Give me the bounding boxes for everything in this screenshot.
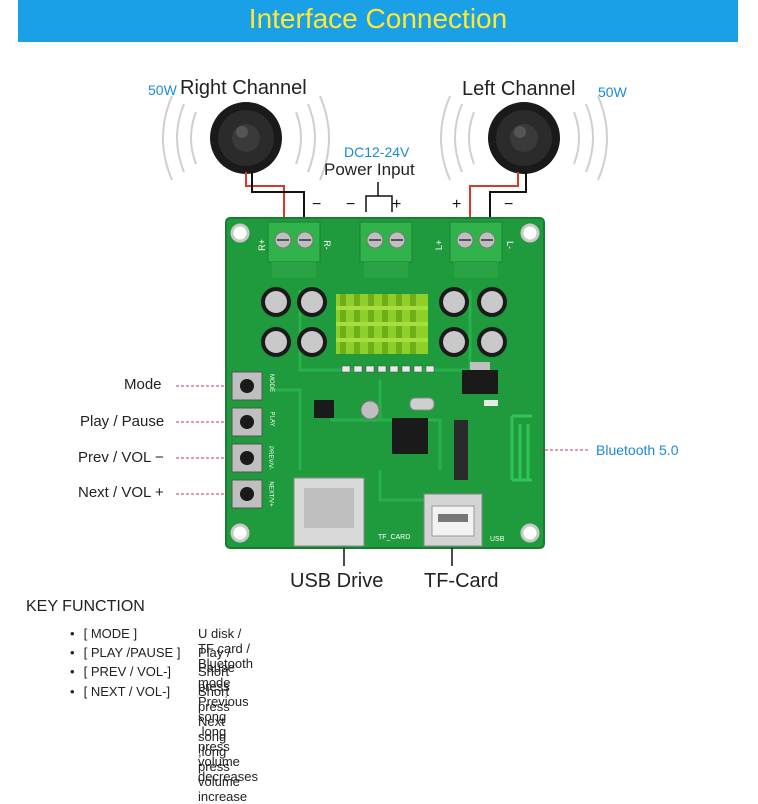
leader-lines bbox=[176, 385, 588, 495]
smd-components bbox=[341, 365, 435, 373]
silk-mode: MODE bbox=[268, 374, 274, 392]
key-description: U disk / TF card / Bluetooth bbox=[198, 626, 253, 671]
right-terminal-block bbox=[267, 221, 321, 278]
silk-tf-card: TF_CARD bbox=[378, 534, 411, 541]
page-title: Interface Connection bbox=[248, 3, 508, 34]
key-name: [ MODE ] bbox=[83, 626, 138, 641]
key-row-mode: • [ MODE ] U disk / TF card / Bluetooth bbox=[70, 626, 253, 671]
left-channel-label: Left Channel bbox=[462, 78, 576, 100]
heatsink bbox=[336, 294, 428, 354]
bullet-icon: • bbox=[70, 664, 75, 679]
key-name: [ NEXT / VOL-] bbox=[83, 684, 171, 699]
bottom-leaders bbox=[343, 548, 453, 566]
silk-r-plus: R+ bbox=[256, 239, 267, 251]
key-function-title: KEY FUNCTION bbox=[26, 598, 145, 615]
silk-r-minus: R- bbox=[321, 240, 332, 250]
left-minus-sign: − bbox=[504, 196, 514, 213]
power-plus-sign: + bbox=[392, 196, 402, 213]
usb-port bbox=[423, 493, 483, 547]
mode-button-label: Mode bbox=[124, 376, 162, 393]
right-power-rating: 50W bbox=[148, 82, 177, 98]
tf-card-label: TF-Card bbox=[424, 570, 499, 592]
key-name: [ PREV / VOL-] bbox=[83, 664, 172, 679]
power-minus-sign: − bbox=[346, 196, 356, 213]
key-description: Play / Pause mode bbox=[198, 645, 235, 690]
capacitors bbox=[261, 287, 507, 357]
bullet-icon: • bbox=[70, 684, 75, 699]
right-speaker-wires bbox=[245, 172, 305, 228]
key-row-next-vol: • [ NEXT / VOL-] Short press Next song ,… bbox=[70, 684, 247, 804]
left-speaker-sound-waves bbox=[440, 95, 608, 181]
key-row-prev-vol: • [ PREV / VOL-] Short press Previous so… bbox=[70, 664, 258, 784]
right-minus-sign: − bbox=[312, 196, 322, 213]
bullet-icon: • bbox=[70, 626, 75, 641]
ic-chips bbox=[314, 362, 498, 480]
key-name: [ PLAY /PAUSE ] bbox=[83, 645, 181, 660]
key-description: Short press Next song ,long press volume… bbox=[198, 684, 248, 804]
play-pause-button-label: Play / Pause bbox=[80, 413, 165, 430]
tf-card-slot bbox=[293, 477, 365, 547]
diagram-canvas bbox=[162, 95, 608, 566]
right-speaker-icon bbox=[210, 102, 282, 174]
left-plus-sign: + bbox=[452, 196, 462, 213]
power-input-bracket bbox=[365, 182, 393, 212]
left-speaker-wires bbox=[469, 172, 527, 228]
left-terminal-block bbox=[449, 221, 503, 278]
silk-prev: PREV/V- bbox=[266, 446, 273, 470]
power-input-label: Power Input bbox=[324, 160, 415, 179]
bullet-icon: • bbox=[70, 645, 75, 660]
usb-drive-label: USB Drive bbox=[290, 570, 384, 592]
silk-l-minus: L- bbox=[505, 240, 516, 250]
prev-vol-button-label: Prev / VOL − bbox=[78, 449, 164, 466]
silk-l-plus: L+ bbox=[434, 239, 445, 251]
power-terminal-block bbox=[359, 221, 413, 278]
left-speaker-icon bbox=[488, 102, 560, 174]
key-row-play-pause: • [ PLAY /PAUSE ] Play / Pause mode bbox=[70, 645, 235, 690]
right-speaker-sound-waves bbox=[162, 95, 330, 181]
next-vol-button-label: Next / VOL + bbox=[78, 484, 164, 501]
silk-next: NEXT/V+ bbox=[267, 481, 274, 507]
right-channel-label: Right Channel bbox=[180, 77, 307, 99]
bluetooth-antenna bbox=[510, 414, 532, 482]
silk-play: PLAY bbox=[268, 411, 275, 427]
header-banner: Interface Connection bbox=[18, 0, 738, 42]
power-spec: DC12-24V bbox=[344, 144, 410, 160]
bluetooth-label: Bluetooth 5.0 bbox=[596, 442, 679, 458]
left-power-rating: 50W bbox=[598, 84, 627, 100]
silk-usb: USB bbox=[490, 536, 505, 543]
push-buttons bbox=[231, 371, 263, 509]
